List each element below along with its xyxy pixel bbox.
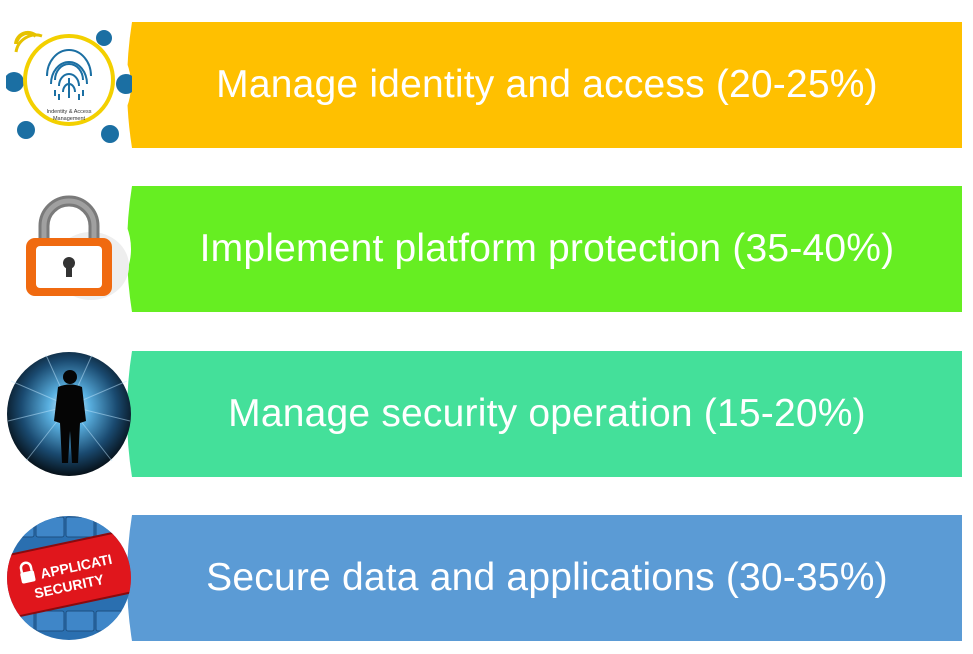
padlock-icon xyxy=(7,187,131,311)
topic-label: Manage identity and access (20-25%) xyxy=(216,63,878,106)
topic-row-security-operation: Manage security operation (15-20%) xyxy=(0,351,973,477)
topic-banner xyxy=(127,186,962,312)
application-security-icon: APPLICATI SECURITY xyxy=(7,516,131,640)
icon-caption: Management xyxy=(53,116,86,122)
topic-banner xyxy=(127,22,962,148)
topic-row-identity: Manage identity and access (20-25%) Inde… xyxy=(0,22,973,148)
banner-shape xyxy=(127,186,962,312)
topic-label: Manage security operation (15-20%) xyxy=(228,392,866,435)
banner-shape xyxy=(127,515,962,641)
topic-row-platform: Implement platform protection (35-40%) xyxy=(0,186,973,312)
topic-label: Implement platform protection (35-40%) xyxy=(199,227,895,270)
banner-shape xyxy=(127,351,962,477)
silhouette-eye-icon xyxy=(7,352,131,476)
fingerprint-icon: Indentity & Access Management xyxy=(6,23,132,147)
topic-row-data-applications: Secure data and applications (30-35%) AP… xyxy=(0,515,973,641)
topic-label: Secure data and applications (30-35%) xyxy=(206,556,888,599)
banner-shape xyxy=(127,22,962,148)
icon-caption: Indentity & Access xyxy=(47,109,92,115)
topic-banner xyxy=(127,351,962,477)
topic-banner xyxy=(127,515,962,641)
